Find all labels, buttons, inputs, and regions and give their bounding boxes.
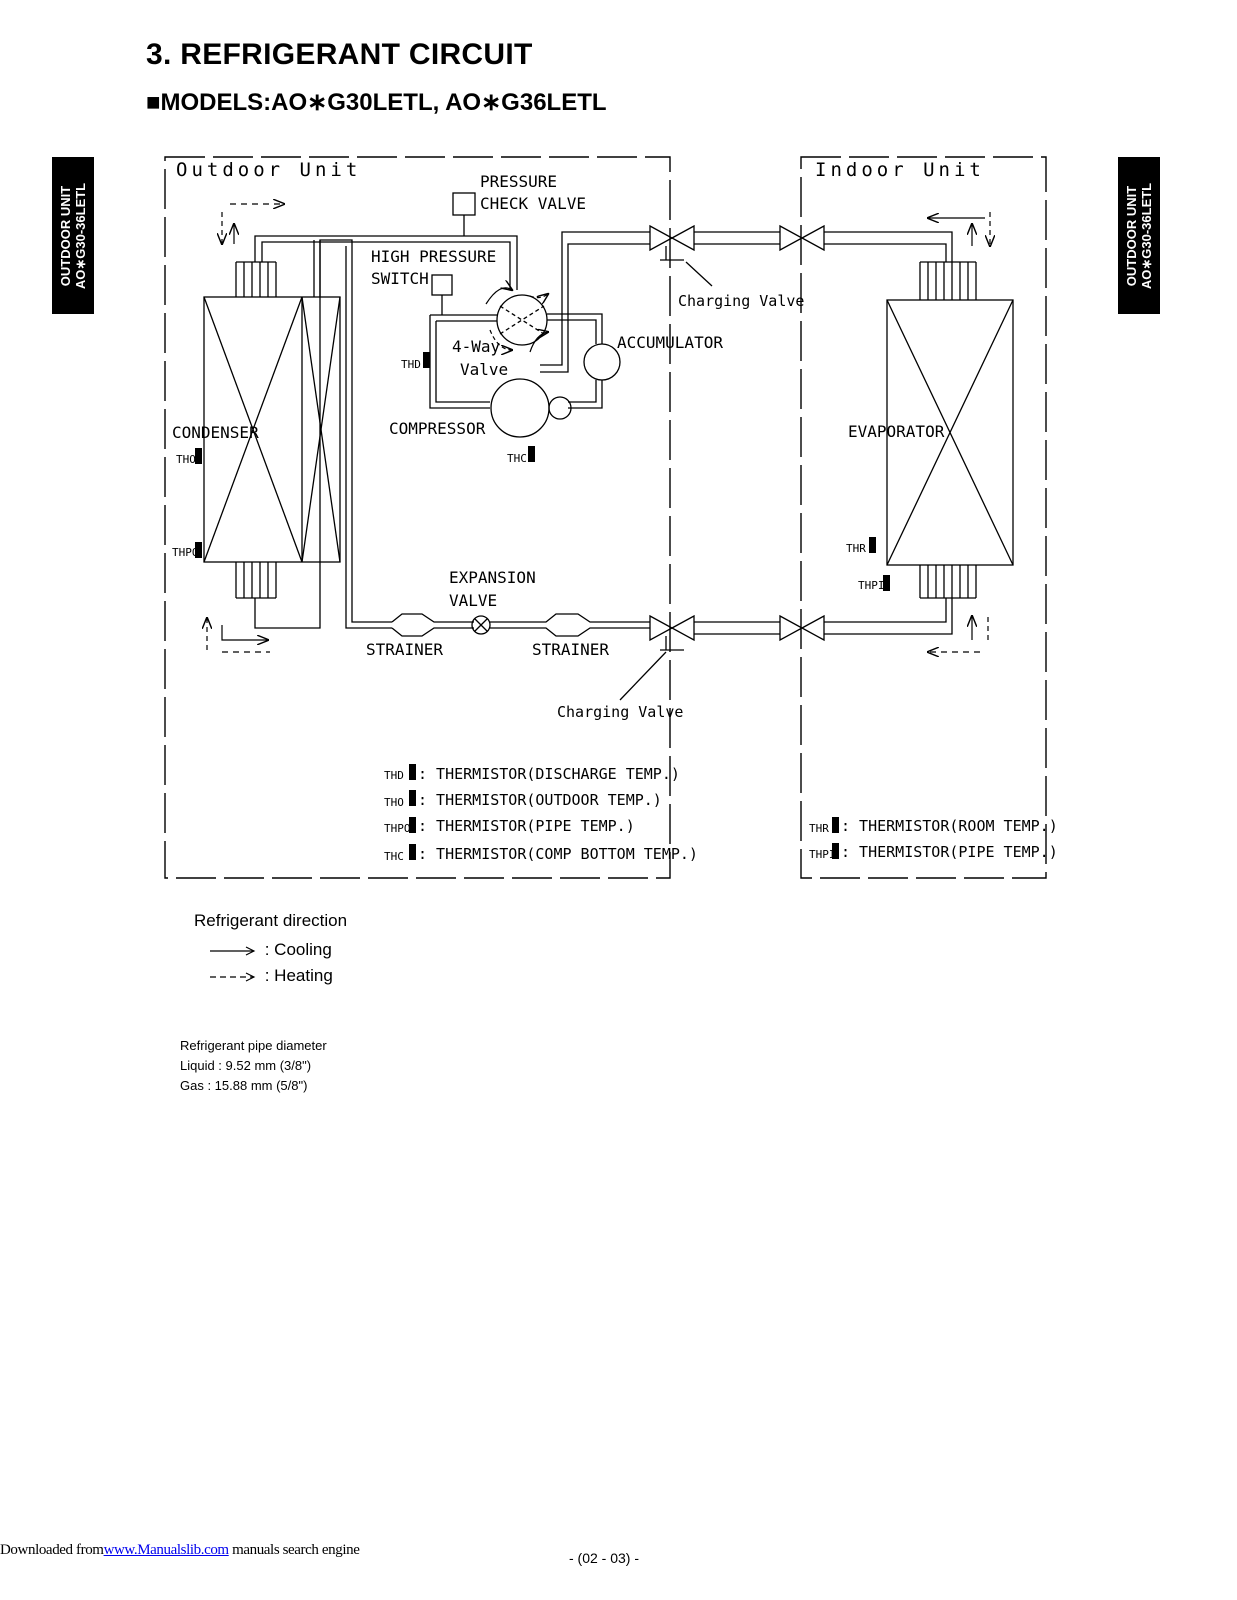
legend-heating-label: : Heating: [264, 966, 333, 985]
outdoor-unit-box: [164, 156, 671, 879]
indoor-unit-box: [800, 156, 1047, 879]
download-footer: Downloaded fromwww.Manualslib.com manual…: [0, 1542, 360, 1559]
compressor-accum: [548, 396, 572, 420]
legend-cooling-row: : Cooling: [210, 940, 332, 960]
legend-text: : THERMISTOR(DISCHARGE TEMP.): [418, 765, 680, 783]
charging-valve-label-top: Charging Valve: [678, 292, 804, 310]
condenser-coil: [203, 296, 341, 563]
sensor-thc-label: THC: [507, 452, 527, 465]
accumulator: [583, 343, 621, 381]
solid-arrow-icon: [210, 945, 256, 956]
strainer-label-1: STRAINER: [366, 640, 443, 659]
sensor-thpi: [883, 575, 890, 591]
side-tab-right: OUTDOOR UNIT AO∗G30-36LETL: [1118, 157, 1160, 314]
dashed-arrow-icon: [210, 971, 256, 982]
sensor-tho: [195, 448, 202, 464]
legend-code: THPO: [384, 822, 411, 835]
evaporator-label: EVAPORATOR: [848, 422, 945, 441]
accumulator-label: ACCUMULATOR: [617, 333, 723, 352]
compressor-label: COMPRESSOR: [389, 419, 486, 438]
legend-text: : THERMISTOR(PIPE TEMP.): [841, 843, 1058, 861]
legend-text: : THERMISTOR(COMP BOTTOM TEMP.): [418, 845, 698, 863]
gas-service-valve: [649, 224, 674, 252]
high-pressure-switch-box: [431, 274, 453, 296]
sensor-thd: [423, 352, 430, 368]
pipe-diameter-title: Refrigerant pipe diameter: [180, 1038, 327, 1053]
expansion-valve-label-1: EXPANSION: [449, 568, 536, 587]
legend-cooling-label: : Cooling: [264, 940, 332, 959]
expansion-valve-label-2: VALVE: [449, 591, 497, 610]
liquid-service-valve: [649, 614, 674, 642]
sensor-thr-label: THR: [846, 542, 866, 555]
compressor: [490, 378, 550, 438]
indoor-unit-label: Indoor Unit: [815, 159, 985, 181]
manualslib-link[interactable]: www.Manualslib.com: [103, 1542, 230, 1558]
pressure-check-valve: [452, 192, 476, 216]
refrigerant-direction-title: Refrigerant direction: [194, 911, 348, 930]
strainer-label-2: STRAINER: [532, 640, 609, 659]
side-tab-left: OUTDOOR UNIT AO∗G30-36LETL: [52, 157, 94, 314]
sensor-thpi-label: THPI: [858, 579, 885, 592]
pipe-diameter-gas: Gas : 15.88 mm (5/8"): [180, 1078, 308, 1093]
condenser-label: CONDENSER: [172, 423, 259, 442]
downloaded-from-text: Downloaded from: [0, 1542, 104, 1558]
pressure-check-valve-label-2: CHECK VALVE: [480, 194, 586, 213]
search-engine-text: manuals search engine: [228, 1542, 360, 1558]
evaporator-coil: [886, 299, 1014, 566]
high-pressure-switch-label-2: SWITCH: [371, 269, 429, 288]
legend-code: THD: [384, 769, 404, 782]
sensor-thc: [528, 446, 535, 462]
sensor-thpo: [195, 542, 202, 558]
page-number: - (02 - 03) -: [569, 1550, 640, 1566]
expansion-valve: [471, 615, 491, 635]
legend-text: : THERMISTOR(PIPE TEMP.): [418, 817, 635, 835]
sensor-thr: [869, 537, 876, 553]
sensor-thpo-label: THPO: [172, 546, 199, 559]
charging-valve-label-bottom: Charging Valve: [557, 703, 683, 721]
sensor-thd-label: THD: [401, 358, 421, 371]
legend-code: THPI: [809, 848, 836, 861]
models-title: ■MODELS:AO∗G30LETL, AO∗G36LETL: [146, 89, 607, 116]
pressure-check-valve-label-1: PRESSURE: [480, 172, 557, 191]
section-title: 3. REFRIGERANT CIRCUIT: [146, 38, 533, 71]
pipe-diameter-liquid: Liquid : 9.52 mm (3/8"): [180, 1058, 312, 1073]
legend-heating-row: : Heating: [210, 966, 333, 986]
legend-code: THO: [384, 796, 404, 809]
legend-code: THR: [809, 822, 829, 835]
legend-text: : THERMISTOR(ROOM TEMP.): [841, 817, 1058, 835]
sensor-tho-label: THO: [176, 453, 196, 466]
four-way-valve-label-2: Valve: [460, 360, 508, 379]
outdoor-unit-label: Outdoor Unit: [176, 159, 361, 181]
pipe-diameter-block: Refrigerant pipe diameter Liquid : 9.52 …: [180, 1036, 327, 1096]
legend-code: THC: [384, 850, 404, 863]
legend-text: : THERMISTOR(OUTDOOR TEMP.): [418, 791, 662, 809]
high-pressure-switch-label-1: HIGH PRESSURE: [371, 247, 496, 266]
four-way-valve-label-1: 4-Way: [452, 337, 501, 356]
four-way-valve: [496, 294, 548, 346]
